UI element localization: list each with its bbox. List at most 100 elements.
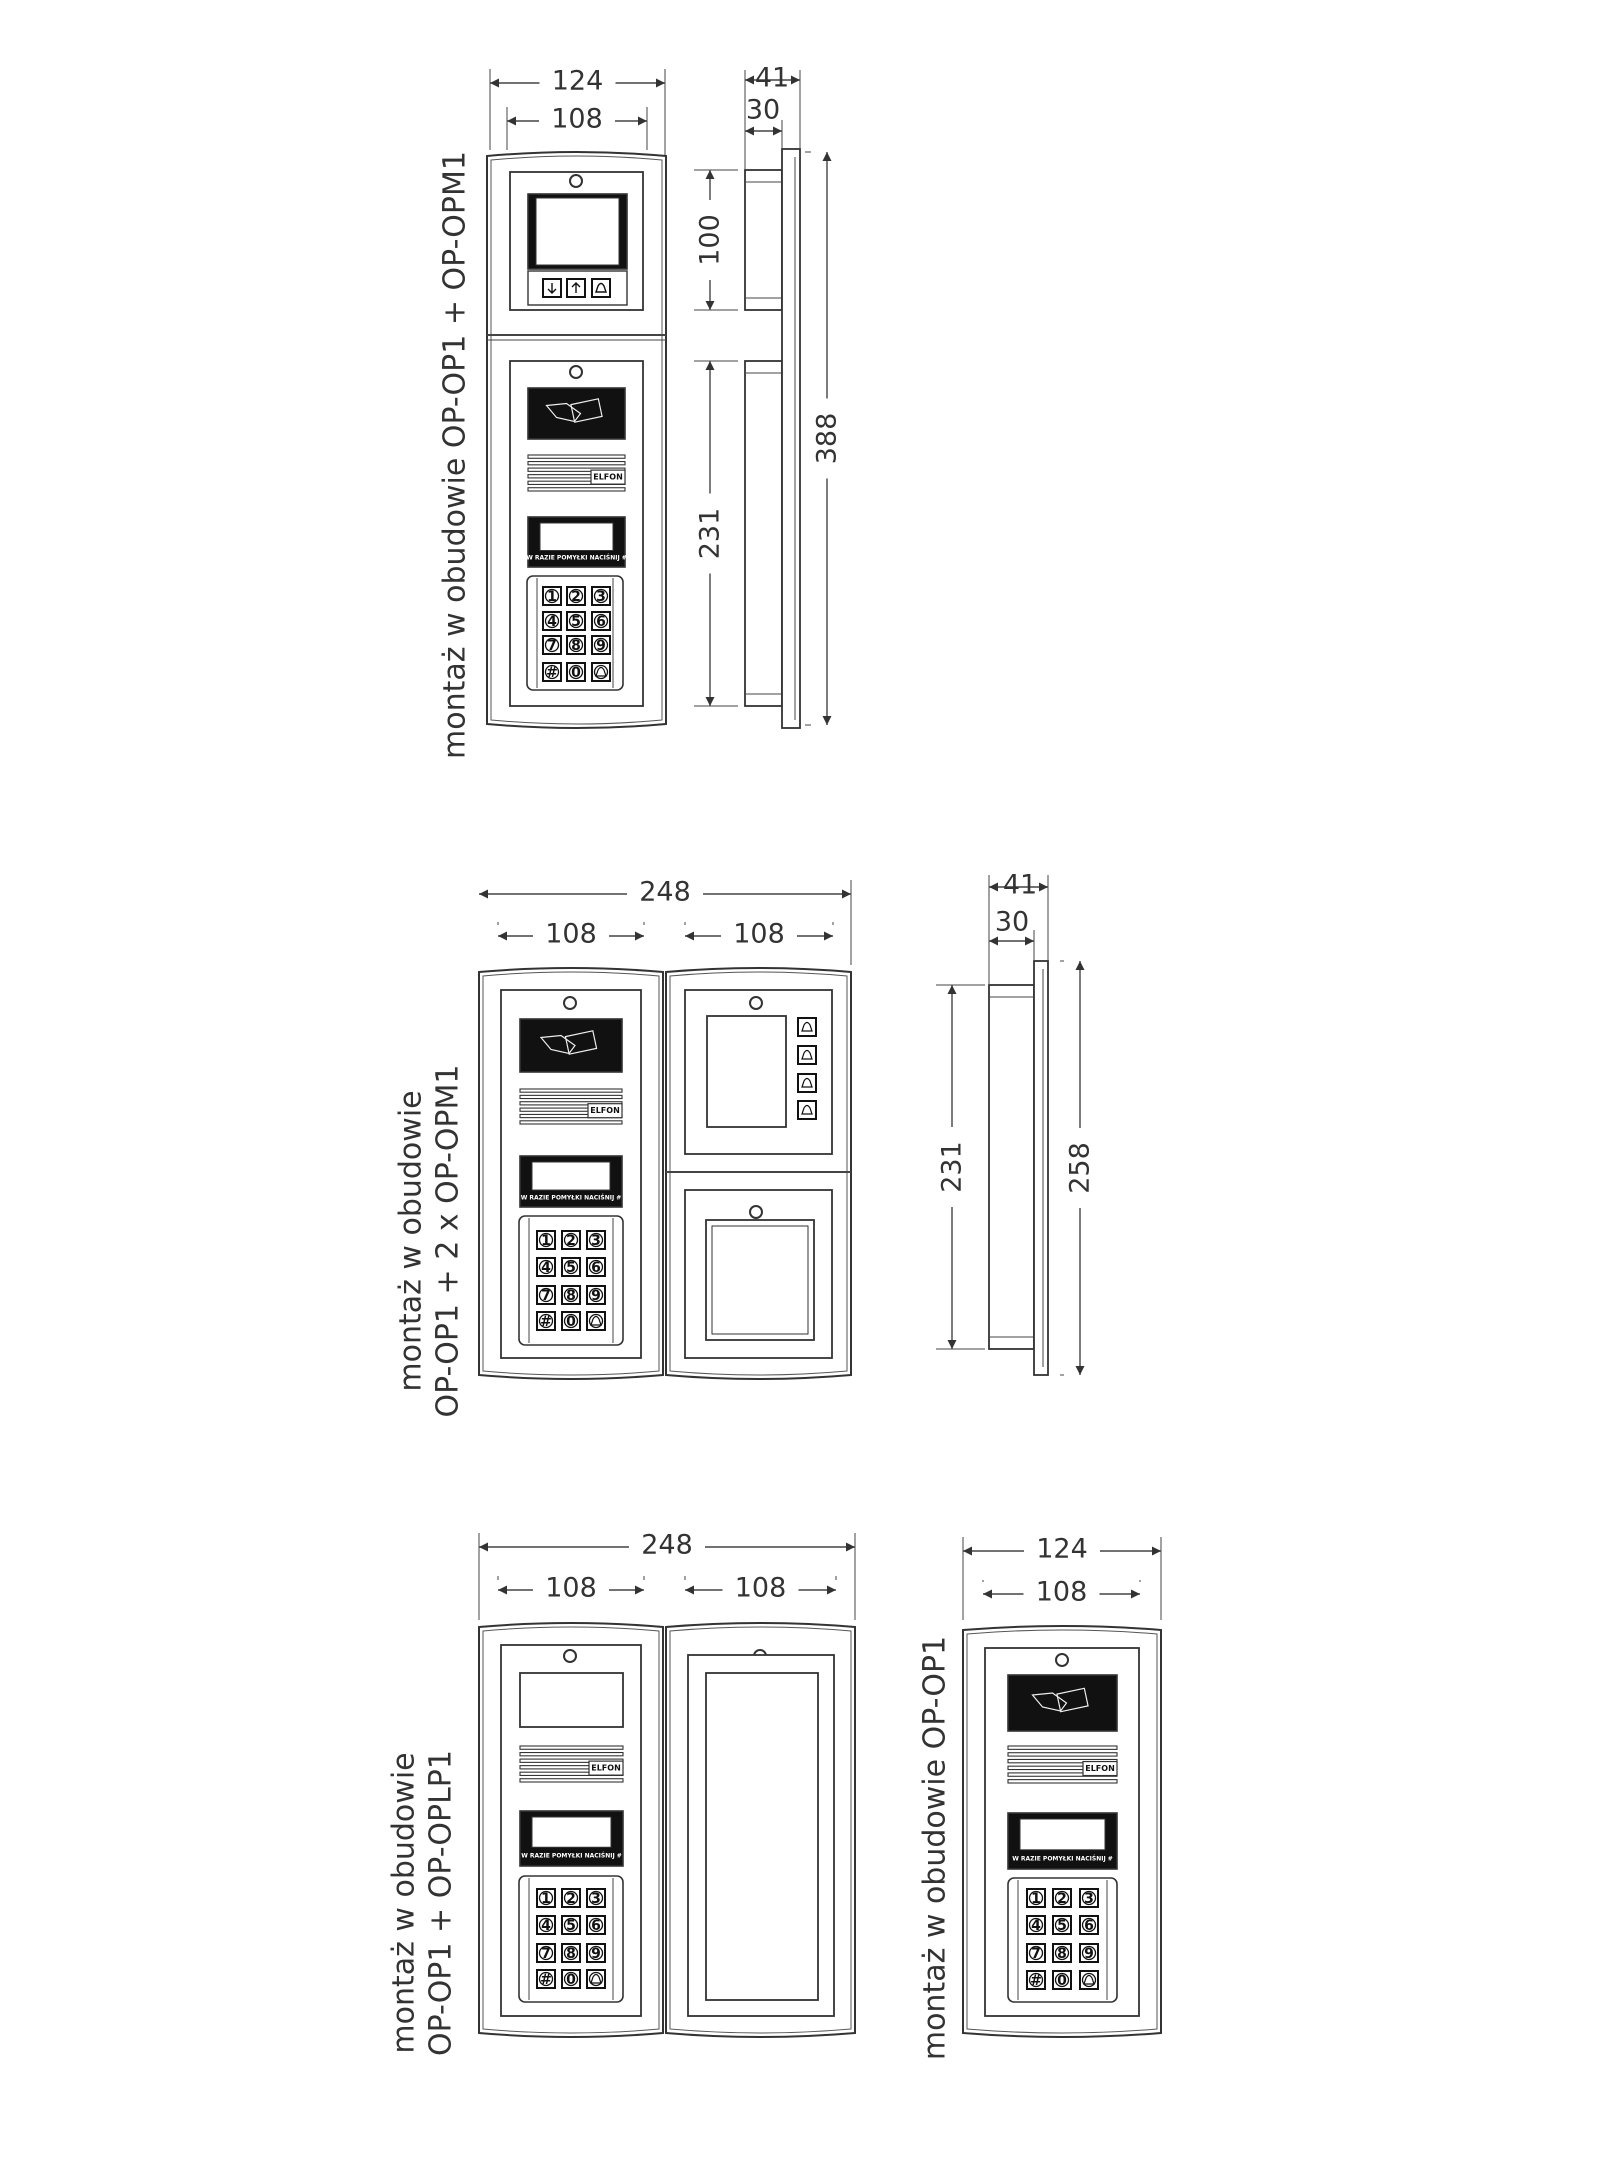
keypad-key[interactable]: 1 [536, 1230, 556, 1250]
key-label: # [540, 1314, 552, 1330]
key-cap [797, 1045, 817, 1065]
keypad-key[interactable]: 4 [1026, 1915, 1046, 1935]
keypad-key[interactable]: 3 [586, 1888, 606, 1908]
key-ring [538, 1259, 554, 1275]
call-button[interactable] [797, 1017, 817, 1037]
keypad-key[interactable]: # [542, 662, 562, 682]
keypad-key[interactable]: 5 [566, 611, 586, 631]
call-button[interactable] [797, 1100, 817, 1120]
keypad-key[interactable]: 6 [586, 1257, 606, 1277]
dimension-value: 100 [695, 214, 726, 266]
key-label: 3 [596, 589, 606, 605]
keypad-key[interactable]: 9 [591, 635, 611, 655]
key-label: 7 [547, 638, 557, 654]
camera-lens-icon [563, 996, 577, 1010]
keypad-key[interactable] [1079, 1970, 1099, 1990]
keypad-key[interactable]: 2 [566, 586, 586, 606]
keypad-key[interactable]: 4 [536, 1257, 556, 1277]
keypad-key[interactable]: 9 [1079, 1943, 1099, 1963]
keypad-key[interactable]: 2 [561, 1230, 581, 1250]
key-cap [797, 1017, 817, 1037]
dim-depth-41: 41 [989, 870, 1048, 901]
keypad-key[interactable]: 4 [542, 611, 562, 631]
keypad-key[interactable]: # [1026, 1970, 1046, 1990]
keypad-key[interactable]: 2 [1052, 1888, 1072, 1908]
keypad-key[interactable]: # [536, 1311, 556, 1331]
keypad-key[interactable]: 7 [542, 635, 562, 655]
arrowhead [656, 78, 665, 88]
keypad-key[interactable]: 9 [586, 1285, 606, 1305]
brand-logo: ELFON [1085, 1764, 1115, 1773]
keypad-key[interactable]: 8 [1052, 1943, 1072, 1963]
mounting-box [744, 169, 783, 311]
keypad-key[interactable] [586, 1311, 606, 1331]
keypad-key[interactable]: 1 [542, 586, 562, 606]
keypad-key[interactable]: 9 [586, 1943, 606, 1963]
grille-slot [519, 1120, 623, 1125]
keypad-key[interactable]: 8 [561, 1943, 581, 1963]
bell-icon [801, 1104, 813, 1115]
keypad-key[interactable]: 5 [561, 1257, 581, 1277]
keypad-key[interactable]: 6 [591, 611, 611, 631]
card-icon [570, 398, 603, 423]
dimension-value: 248 [639, 877, 691, 908]
call-button[interactable] [797, 1045, 817, 1065]
call-button[interactable] [797, 1073, 817, 1093]
keypad-key[interactable] [586, 1969, 606, 1989]
camera-lens-icon [749, 996, 763, 1010]
keypad-key[interactable]: 2 [561, 1888, 581, 1908]
keypad-key[interactable]: 7 [536, 1943, 556, 1963]
keypad-key[interactable]: 3 [586, 1230, 606, 1250]
nav-button[interactable] [591, 278, 611, 298]
keypad-key[interactable]: 0 [566, 662, 586, 682]
arrowhead [635, 1585, 644, 1595]
key-ring [588, 1313, 604, 1329]
name-list-window [705, 1672, 819, 2001]
front-flange [1033, 960, 1049, 1376]
key-ring [538, 1287, 554, 1303]
dim-height-231: 231 [694, 360, 738, 707]
key-label: 5 [1057, 1918, 1067, 1934]
key-label: 5 [566, 1260, 576, 1276]
dimension-value: 108 [733, 919, 785, 950]
keypad-key[interactable]: 0 [561, 1311, 581, 1331]
keypad-key[interactable]: 4 [536, 1915, 556, 1935]
keypad-key[interactable]: 0 [561, 1969, 581, 1989]
speaker-grille: ELFON [519, 1088, 623, 1125]
keypad-key[interactable]: 5 [561, 1915, 581, 1935]
key-ring [563, 1917, 579, 1933]
key-label: 2 [1057, 1891, 1067, 1907]
blank-window [519, 1672, 624, 1728]
keypad-key[interactable]: 1 [1026, 1888, 1046, 1908]
keypad-key[interactable]: # [536, 1969, 556, 1989]
keypad-key[interactable]: 3 [1079, 1888, 1099, 1908]
keypad-key[interactable]: 6 [586, 1915, 606, 1935]
keypad-key[interactable] [591, 662, 611, 682]
key-ring [588, 1232, 604, 1248]
keypad-key[interactable]: 8 [561, 1285, 581, 1305]
arrowhead [947, 1340, 957, 1349]
keypad-key[interactable]: 6 [1079, 1915, 1099, 1935]
keypad-key[interactable]: 8 [566, 635, 586, 655]
keypad-key[interactable]: 0 [1052, 1970, 1072, 1990]
dimension-value: 231 [695, 508, 726, 560]
display-screen [531, 1816, 612, 1848]
panel-housing-edge [669, 971, 848, 1376]
name-card-inner [711, 1225, 809, 1335]
nav-button[interactable] [566, 278, 586, 298]
rfid-reader [1007, 1674, 1118, 1732]
keypad-key[interactable]: 3 [591, 586, 611, 606]
key-ring [544, 637, 560, 653]
section-label-3-line1: montaż w obudowie [387, 1752, 422, 2053]
key-ring [593, 613, 609, 629]
arrowhead [705, 301, 715, 310]
keypad-key[interactable]: 1 [536, 1888, 556, 1908]
keypad-key[interactable]: 7 [536, 1285, 556, 1305]
keypad-key[interactable]: 7 [1026, 1943, 1046, 1963]
nav-button[interactable] [542, 278, 562, 298]
key-label: 7 [1031, 1946, 1041, 1962]
grille-slot [527, 454, 626, 459]
arrowhead [947, 985, 957, 994]
keypad-key[interactable]: 5 [1052, 1915, 1072, 1935]
key-label: # [546, 665, 558, 681]
